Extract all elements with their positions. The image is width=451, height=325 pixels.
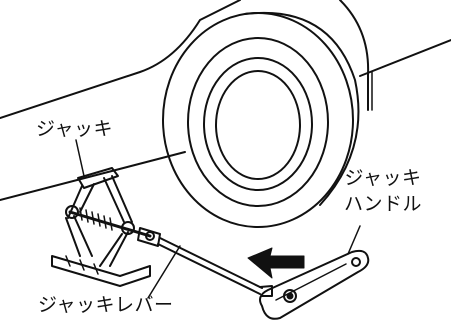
jack-lever-label: ジャッキレバー (38, 296, 174, 315)
jack-lever (148, 238, 272, 298)
jack-handle-label-line2: ハンドル (344, 191, 422, 217)
jack-leader-line (76, 140, 84, 176)
jack-label: ジャッキ (36, 120, 113, 139)
tire (163, 13, 358, 227)
jack-handle-label-line1: ジャッキ (344, 165, 422, 191)
direction-arrow (248, 248, 304, 278)
jack-handle (260, 226, 368, 319)
jack (52, 168, 160, 286)
jack-handle-label: ジャッキ ハンドル (344, 165, 422, 217)
